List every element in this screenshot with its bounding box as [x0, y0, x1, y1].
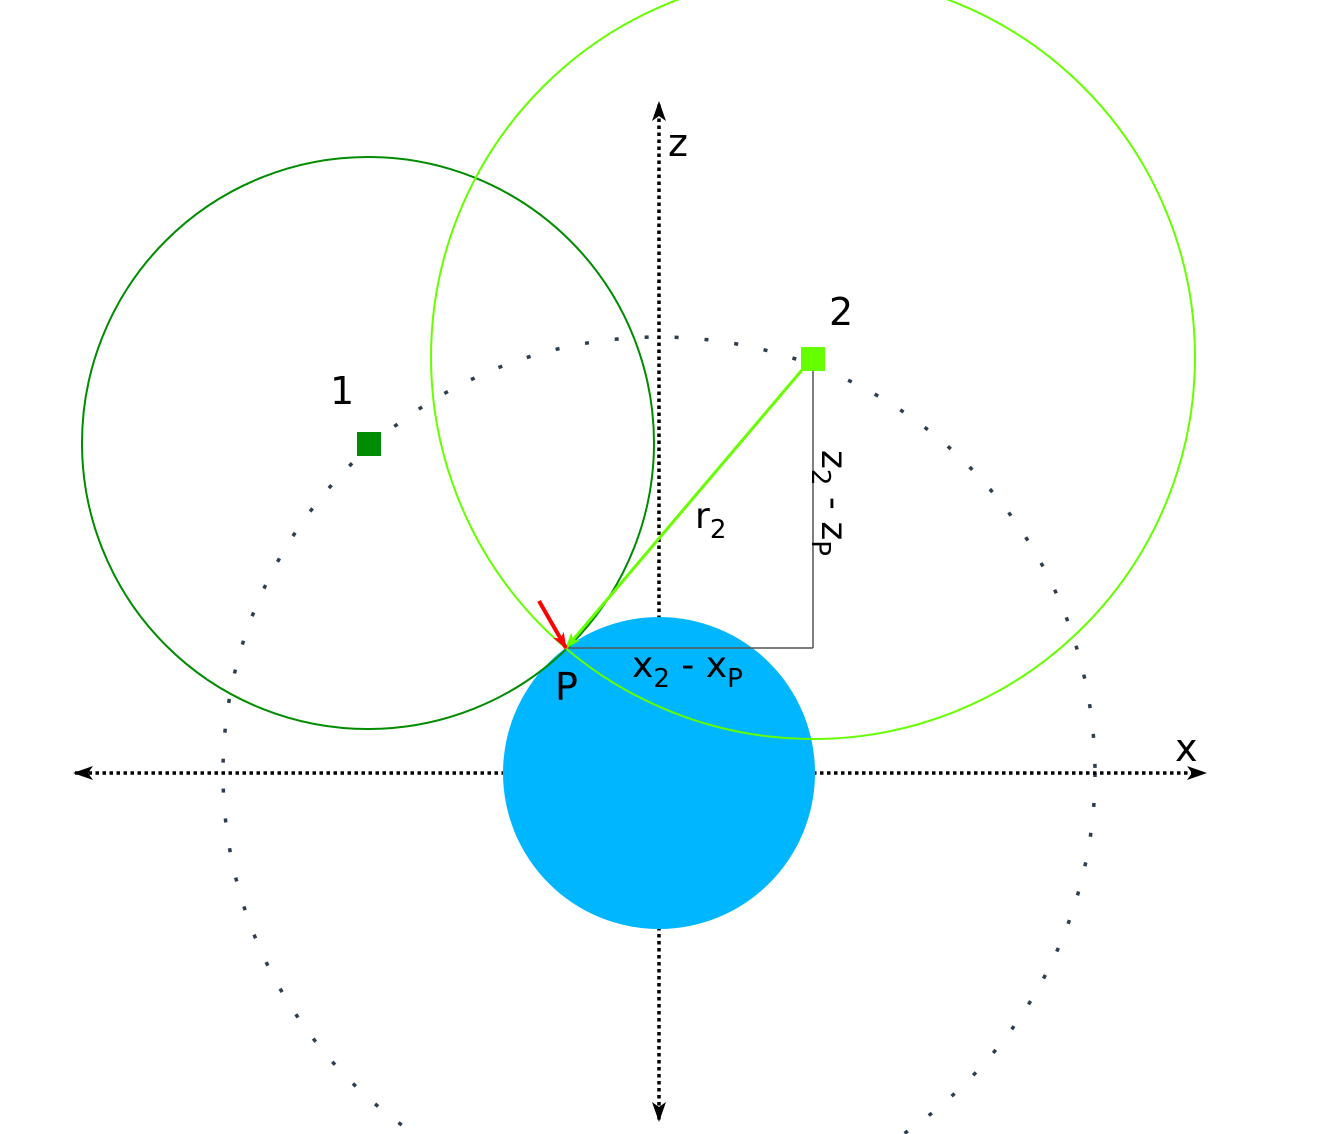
red-arrow — [537, 600, 568, 649]
x-axis-label: x — [1175, 726, 1198, 770]
r2-vector — [564, 356, 815, 649]
circle-2 — [430, 0, 1196, 740]
dx-label: x2 - xP — [632, 645, 743, 694]
point-1-label: 1 — [330, 369, 354, 413]
planet-circle — [503, 617, 815, 929]
r2-label: r2 — [695, 496, 726, 545]
point-1-marker — [357, 432, 381, 456]
z-axis-label: z — [668, 121, 688, 165]
dz-label: z2 - zP — [805, 450, 854, 556]
point-p-label: P — [555, 665, 578, 709]
point-2-label: 2 — [829, 290, 853, 334]
point-2-marker — [801, 347, 825, 371]
circle-1 — [81, 156, 655, 730]
